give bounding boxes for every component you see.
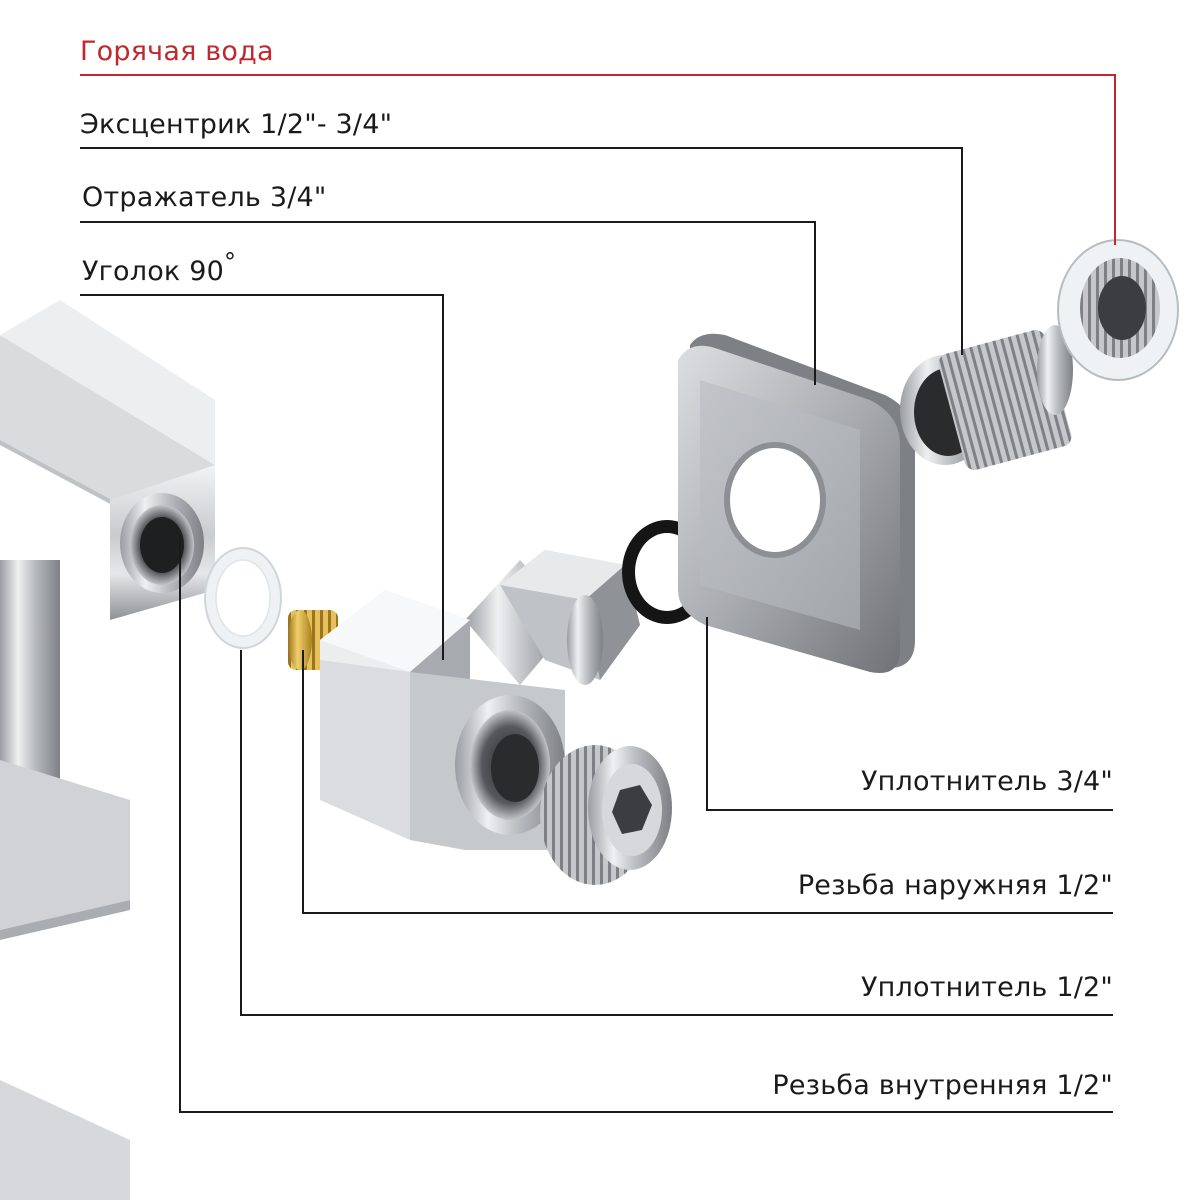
leader-seal-34 xyxy=(706,617,1113,811)
label-reflector: Отражатель 3/4" xyxy=(82,182,327,213)
hot-water-gasket-ring xyxy=(1057,239,1179,381)
leader-seal-12 xyxy=(240,650,1113,1016)
leader-hot-water xyxy=(80,74,1116,245)
label-thread-ext: Резьба наружняя 1/2" xyxy=(798,870,1113,901)
leader-reflector xyxy=(80,221,816,385)
radiator-inner-thread xyxy=(120,493,204,593)
label-elbow-degree: ° xyxy=(223,248,237,276)
elbow-90-fitting xyxy=(288,550,640,850)
seal-half-inch-ring xyxy=(204,547,282,649)
label-elbow: Уголок 90° xyxy=(82,248,236,287)
label-seal-12: Уплотнитель 1/2" xyxy=(861,972,1113,1003)
leader-thread-int xyxy=(179,535,1113,1113)
label-elbow-text: Уголок 90 xyxy=(82,256,224,287)
label-eccentric-text: Эксцентрик 1/2"- 3/4" xyxy=(80,109,393,140)
label-eccentric: Эксцентрик 1/2"- 3/4" xyxy=(80,109,392,140)
label-thread-int-text: Резьба внутренняя 1/2" xyxy=(772,1070,1113,1101)
hex-plug xyxy=(540,745,672,885)
label-seal-34: Уплотнитель 3/4" xyxy=(861,766,1113,797)
label-thread-ext-text: Резьба наружняя 1/2" xyxy=(797,870,1113,901)
label-seal-34-text: Уплотнитель 3/4" xyxy=(861,766,1113,797)
label-hot-water: Горячая вода xyxy=(80,36,274,67)
eccentric-fitting xyxy=(900,325,1073,470)
leader-eccentric xyxy=(80,147,963,355)
reflector-plate xyxy=(678,333,915,674)
leader-thread-ext xyxy=(302,650,1113,914)
radiator-body xyxy=(0,300,215,1200)
leader-lines xyxy=(80,74,1116,1113)
label-thread-int: Резьба внутренняя 1/2" xyxy=(772,1070,1113,1101)
label-hot-water-text: Горячая вода xyxy=(80,36,274,67)
label-reflector-text: Отражатель 3/4" xyxy=(82,182,327,213)
label-seal-12-text: Уплотнитель 1/2" xyxy=(861,972,1113,1003)
leader-elbow xyxy=(80,294,444,660)
